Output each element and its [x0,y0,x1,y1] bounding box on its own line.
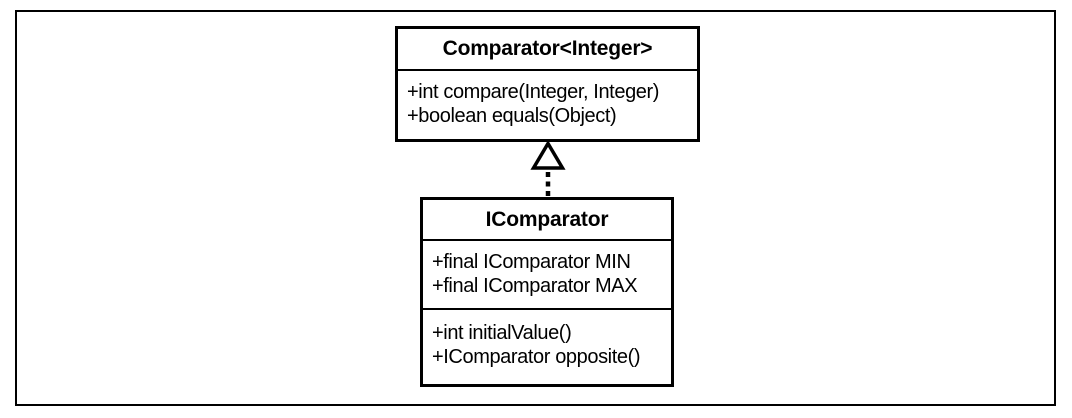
class-title-icomparator: IComparator [423,200,671,241]
attribute-min: +final IComparator MIN [432,251,631,273]
class-box-icomparator: IComparator +final IComparator MIN +fina… [420,197,674,387]
methods-compartment-comparator: +int compare(Integer, Integer) +boolean … [398,71,697,139]
class-title-comparator-integer: Comparator<Integer> [398,29,697,71]
method-initial-value: +int initialValue() [432,322,572,344]
class-box-comparator-integer: Comparator<Integer> +int compare(Integer… [395,26,700,142]
attribute-max: +final IComparator MAX [432,275,638,297]
realization-arrow [530,141,566,199]
method-equals: +boolean equals(Object) [407,105,617,127]
method-opposite: +IComparator opposite() [432,346,641,368]
methods-compartment-icomparator: +int initialValue() +IComparator opposit… [423,310,671,384]
hollow-triangle-icon [530,141,566,170]
attributes-compartment-icomparator: +final IComparator MIN +final IComparato… [423,241,671,310]
method-compare: +int compare(Integer, Integer) [407,81,660,103]
